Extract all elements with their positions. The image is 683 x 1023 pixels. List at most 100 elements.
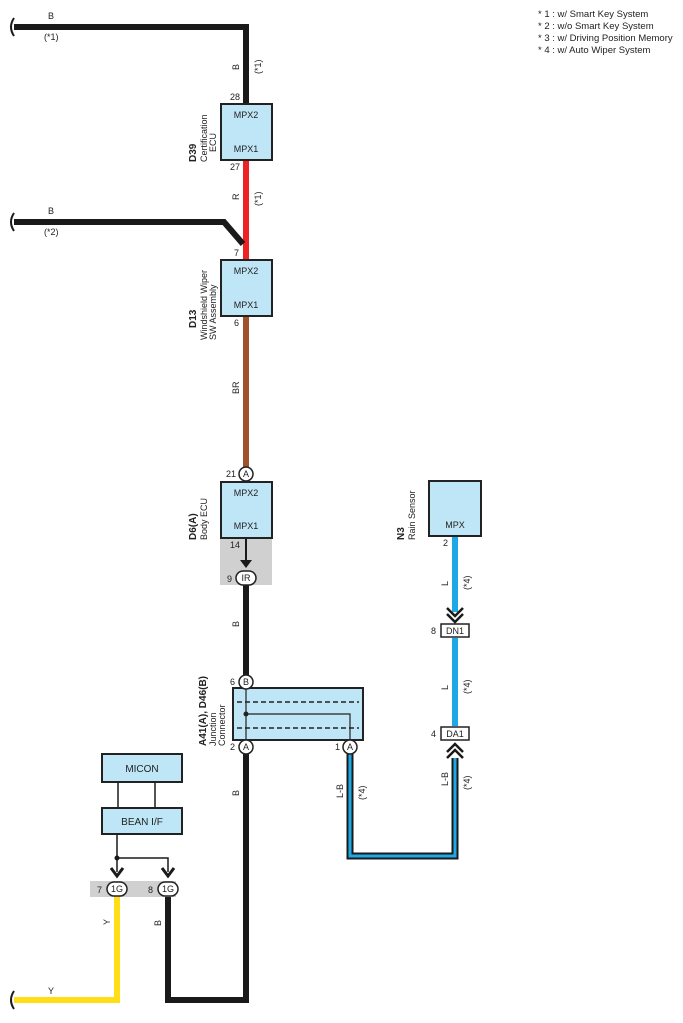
label-b-mid: B bbox=[231, 621, 241, 627]
da1-shape bbox=[440, 726, 470, 741]
d13-code: D13 bbox=[188, 309, 199, 328]
component-d13: MPX2 MPX1 7 6 D13 Windshield Wiper SW As… bbox=[188, 248, 273, 340]
da1-pin: 4 bbox=[431, 729, 436, 739]
component-d39: MPX2 MPX1 28 27 D39 Certification ECU bbox=[188, 92, 273, 172]
d13-name-2: SW Assembly bbox=[208, 284, 218, 340]
junction-code: A41(A), D46(B) bbox=[198, 676, 209, 746]
wire-break-top bbox=[10, 17, 15, 37]
label-r-note: (*1) bbox=[253, 191, 263, 206]
junction-splice bbox=[243, 711, 249, 717]
d39-pin-bottom-label: MPX1 bbox=[234, 144, 259, 154]
ir-shape bbox=[235, 570, 257, 586]
g8-label: 1G bbox=[162, 884, 174, 894]
component-n3: MPX 2 N3 Rain Sensor bbox=[396, 480, 482, 548]
d13-box bbox=[220, 259, 273, 317]
wire-lb-inner bbox=[348, 754, 457, 858]
d39-pin-bottom: 27 bbox=[230, 162, 240, 172]
legend-item-4: * 4 : w/ Auto Wiper System bbox=[538, 45, 651, 56]
d39-name-2: ECU bbox=[208, 133, 218, 152]
label-l-mid: L bbox=[440, 685, 450, 690]
n3-pin-label: MPX bbox=[445, 520, 465, 530]
d13-name-1: Windshield Wiper bbox=[199, 270, 209, 340]
label-top-b-note: (*1) bbox=[44, 32, 59, 42]
connector-ir: IR 9 bbox=[227, 570, 257, 586]
d6-pin-top-conn: A bbox=[243, 469, 249, 479]
wire-lb-outer bbox=[346, 754, 459, 860]
label-lb-left: L-B bbox=[335, 784, 345, 798]
label-y-bottom: Y bbox=[48, 986, 54, 996]
label-second-b-note: (*2) bbox=[44, 227, 59, 237]
junction-pin-top-circle bbox=[238, 674, 254, 690]
n3-code: N3 bbox=[396, 527, 407, 540]
label-l-mid-note: (*4) bbox=[462, 679, 472, 694]
ir-pin: 9 bbox=[227, 574, 232, 584]
label-lb-left-note: (*4) bbox=[357, 785, 367, 800]
label-lb-right-note: (*4) bbox=[462, 775, 472, 790]
d39-pin-top: 28 bbox=[230, 92, 240, 102]
splice-dot bbox=[114, 855, 120, 861]
d6-pin-top: 21 bbox=[226, 469, 236, 479]
label-top-b: B bbox=[48, 11, 54, 21]
link-bean-1g bbox=[116, 834, 169, 872]
d6-pin-top-conn-circle bbox=[238, 466, 254, 482]
d39-pin-top-label: MPX2 bbox=[234, 110, 259, 120]
d13-pin-top: 7 bbox=[234, 248, 239, 258]
g7-pin: 7 bbox=[97, 885, 102, 895]
d6-box bbox=[220, 481, 273, 539]
label-y: Y bbox=[102, 919, 112, 925]
label-b-low: B bbox=[231, 790, 241, 796]
label-top-b-vertical-note: (*1) bbox=[253, 59, 263, 74]
ir-label: IR bbox=[242, 573, 252, 583]
junction-pin-bl-conn: A bbox=[243, 742, 249, 752]
legend-item-3: * 3 : w/ Driving Position Memory bbox=[538, 33, 673, 44]
label-l-top-note: (*4) bbox=[462, 575, 472, 590]
d6-pin-bottom: 14 bbox=[230, 540, 240, 550]
junction-pin-top-conn: B bbox=[243, 677, 249, 687]
wire-b-left bbox=[165, 897, 249, 1003]
d6-code: D6(A) bbox=[188, 513, 199, 540]
g8-pin: 8 bbox=[148, 885, 153, 895]
connector-dn1: DN1 8 bbox=[431, 623, 470, 638]
component-junction: B 6 A 2 A 1 A41(A), D46(B) Junction Conn… bbox=[198, 674, 364, 755]
g7-shape bbox=[106, 881, 128, 897]
bean-label: BEAN I/F bbox=[121, 817, 163, 828]
wire-break-bottom bbox=[10, 990, 15, 1010]
n3-name-1: Rain Sensor bbox=[407, 490, 417, 540]
micon-label: MICON bbox=[125, 764, 158, 775]
d39-name-1: Certification bbox=[199, 114, 209, 162]
g8-shape bbox=[157, 881, 179, 897]
legend: * 1 : w/ Smart Key System * 2 : w/o Smar… bbox=[538, 9, 673, 56]
component-micon: MICON bbox=[101, 753, 183, 783]
label-b-left: B bbox=[153, 920, 163, 926]
d13-pin-bottom-label: MPX1 bbox=[234, 300, 259, 310]
junction-pin-bl-circle bbox=[238, 739, 254, 755]
legend-item-1: * 1 : w/ Smart Key System bbox=[538, 9, 648, 20]
label-top-b-vertical: B bbox=[231, 64, 241, 70]
d6-pin-top-label: MPX2 bbox=[234, 488, 259, 498]
wire-top-b bbox=[14, 24, 249, 104]
wire-y bbox=[14, 897, 120, 1003]
junction-pin-top: 6 bbox=[230, 677, 235, 687]
junction-pin-br-circle bbox=[342, 739, 358, 755]
label-l-top: L bbox=[440, 581, 450, 586]
chevron-dn1-icon bbox=[446, 607, 464, 624]
n3-pin: 2 bbox=[443, 538, 448, 548]
wire-second-b bbox=[14, 219, 246, 246]
wire-break-second bbox=[10, 212, 15, 232]
label-r: R bbox=[231, 193, 241, 200]
d39-box bbox=[220, 103, 273, 161]
dn1-shape bbox=[440, 623, 470, 638]
micon-box bbox=[101, 753, 183, 783]
legend-item-2: * 2 : w/o Smart Key System bbox=[538, 21, 654, 32]
junction-pin-br-conn: A bbox=[347, 742, 353, 752]
component-bean: BEAN I/F bbox=[101, 807, 183, 835]
arrows-1g-icon bbox=[109, 867, 176, 879]
arrow-ir bbox=[240, 560, 252, 568]
d13-pin-top-label: MPX2 bbox=[234, 266, 259, 276]
dn1-label: DN1 bbox=[446, 626, 464, 636]
chevron-da1-icon bbox=[446, 742, 464, 759]
d39-code: D39 bbox=[188, 143, 199, 162]
junction-name-1: Junction bbox=[208, 712, 218, 746]
label-lb-right: L-B bbox=[440, 772, 450, 786]
